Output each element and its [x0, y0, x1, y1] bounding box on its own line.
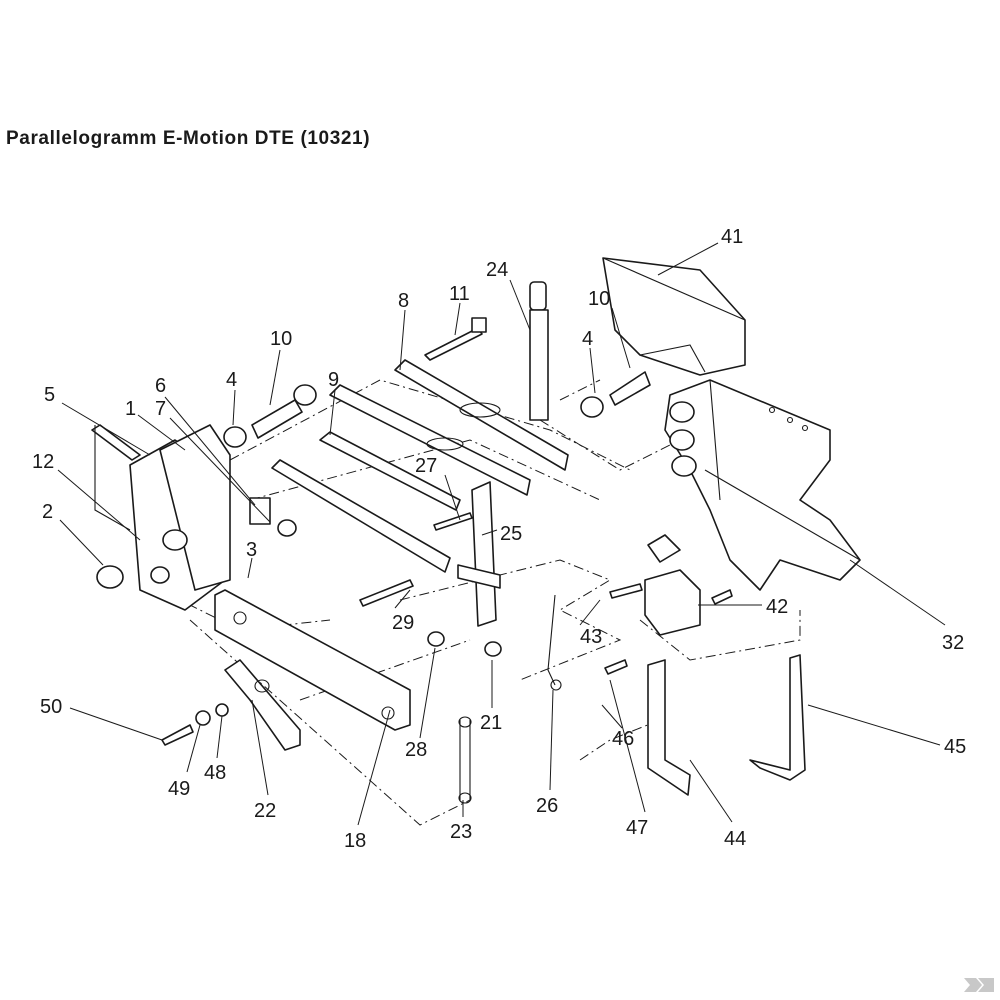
callout-3: 3 [246, 539, 257, 561]
callout-27: 27 [415, 455, 437, 477]
callout-45: 45 [944, 736, 966, 758]
part-spring [458, 716, 472, 804]
callout-49: 49 [168, 778, 190, 800]
callout-4-left: 4 [226, 369, 237, 391]
callout-1: 1 [125, 398, 136, 420]
callout-44: 44 [724, 828, 746, 850]
part-bolts [161, 317, 733, 746]
callout-28: 28 [405, 739, 427, 761]
callout-7: 7 [155, 398, 166, 420]
callout-23: 23 [450, 821, 472, 843]
part-washers [195, 703, 229, 726]
callout-47: 47 [626, 817, 648, 839]
callout-2: 2 [42, 501, 53, 523]
callout-48: 48 [204, 762, 226, 784]
callout-10-left: 10 [270, 328, 292, 350]
part-link-bars [214, 359, 569, 731]
diagram-title: Parallelogramm E-Motion DTE (10321) [6, 128, 371, 149]
brand-logo-mark [964, 978, 994, 992]
callout-8: 8 [398, 290, 409, 312]
callout-46: 46 [612, 728, 634, 750]
part-rod [547, 594, 562, 691]
callout-5: 5 [44, 384, 55, 406]
callout-43: 43 [580, 626, 602, 648]
callout-labels: 41 24 11 8 10 4 10 4 9 5 1 6 7 12 27 2 2… [32, 226, 966, 852]
callout-26: 26 [536, 795, 558, 817]
part-tines [647, 654, 806, 796]
callout-18: 18 [344, 830, 366, 852]
callout-4-right: 4 [582, 328, 593, 350]
callout-22: 22 [254, 800, 276, 822]
callout-12: 12 [32, 451, 54, 473]
callout-25: 25 [500, 523, 522, 545]
callout-24: 24 [486, 259, 508, 281]
callout-11: 11 [449, 283, 470, 305]
part-frame-arm [664, 379, 861, 591]
part-bracket-plates [91, 424, 231, 611]
callout-32: 32 [942, 632, 964, 654]
callout-29: 29 [392, 612, 414, 634]
callout-21: 21 [480, 712, 502, 734]
part-cover-hood [602, 257, 746, 376]
callout-10-right: 10 [588, 288, 610, 310]
part-lever [224, 659, 301, 751]
callout-9: 9 [328, 369, 339, 391]
part-holder [644, 534, 701, 636]
part-key [529, 281, 549, 421]
callout-41: 41 [721, 226, 743, 248]
callout-6: 6 [155, 375, 166, 397]
callout-leaders [57, 242, 946, 826]
callout-50: 50 [40, 696, 62, 718]
callout-42: 42 [766, 596, 788, 618]
brand-logo-icon [964, 978, 994, 992]
part-strip [457, 481, 501, 627]
